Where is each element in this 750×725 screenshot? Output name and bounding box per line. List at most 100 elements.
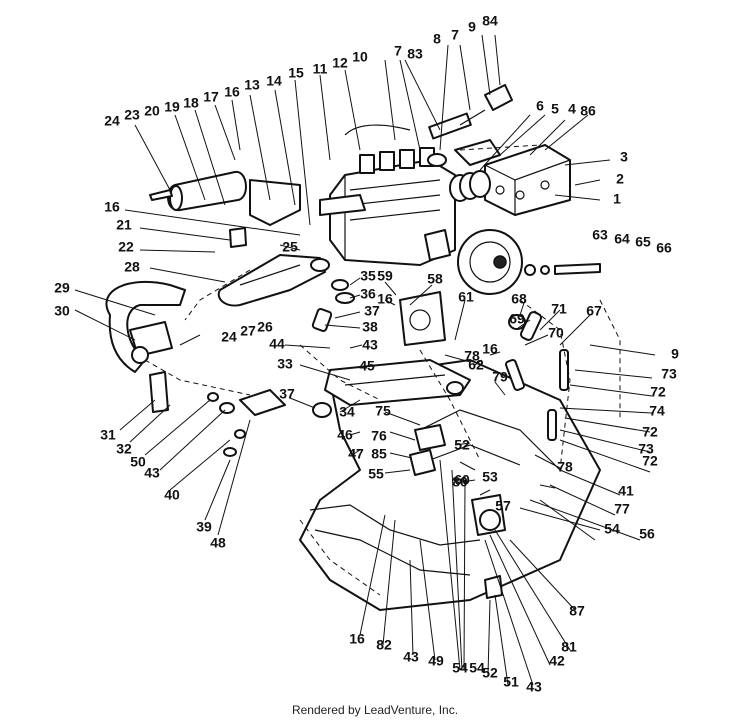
callout: 66 (656, 240, 672, 256)
callout: 41 (618, 483, 634, 499)
callout: 69 (509, 311, 525, 327)
exploded-parts-diagram: 1 2 3 4 5 6 7 8 9 10 11 12 13 14 15 16 1… (54, 13, 679, 695)
callout: 63 (592, 227, 608, 243)
callout: 64 (614, 231, 630, 247)
callout: 79 (492, 369, 508, 385)
callout: 78 (464, 348, 480, 364)
callout: 16 (349, 631, 365, 647)
callout: 84 (482, 13, 498, 29)
callout: 42 (549, 653, 565, 669)
callout: 30 (54, 303, 70, 319)
callout: 85 (371, 446, 387, 462)
callout: 72 (650, 384, 666, 400)
callout: 44 (269, 336, 285, 352)
callout: 57 (495, 498, 511, 514)
callout: 68 (511, 291, 527, 307)
callout: 37 (364, 303, 380, 319)
callout: 4 (568, 101, 576, 117)
callout: 25 (282, 239, 298, 255)
mounting-plate (324, 359, 471, 406)
callout: 52 (482, 665, 498, 681)
callout: 24 (221, 329, 237, 345)
callout: 70 (548, 325, 564, 341)
callout: 28 (124, 259, 140, 275)
callout: 77 (614, 501, 630, 517)
callout: 82 (376, 637, 392, 653)
callout: 32 (116, 441, 132, 457)
callout-labels: 1 2 3 4 5 6 7 8 9 10 11 12 13 14 15 16 1… (54, 13, 679, 695)
callout: 78 (557, 459, 573, 475)
callout: 54 (469, 660, 485, 676)
render-credit: Rendered by LeadVenture, Inc. (291, 703, 459, 717)
callout: 48 (210, 535, 226, 551)
callout: 18 (183, 95, 199, 111)
drive-clutch (457, 229, 601, 295)
callout: 45 (359, 358, 375, 374)
callout: 47 (348, 446, 364, 462)
callout: 62 (468, 357, 484, 373)
callout: 87 (569, 603, 585, 619)
callout: 54 (604, 521, 620, 537)
callout: 5 (551, 101, 559, 117)
callout: 55 (368, 466, 384, 482)
callout: 35 (360, 268, 376, 284)
callout: 86 (580, 103, 596, 119)
callout: 8 (433, 31, 441, 47)
callout: 23 (124, 107, 140, 123)
callout: 80 (452, 474, 468, 490)
callout: 7 (394, 43, 402, 59)
callout: 60 (454, 472, 470, 488)
callout: 9 (671, 346, 679, 362)
callout: 36 (360, 286, 376, 302)
callout: 65 (635, 234, 651, 250)
callout: 15 (288, 65, 304, 81)
callout: 56 (639, 526, 655, 542)
callout: 21 (116, 217, 132, 233)
callout: 20 (144, 103, 160, 119)
callout: 9 (468, 19, 476, 35)
engine-block (319, 147, 456, 266)
callout: 11 (313, 61, 328, 77)
callout: 76 (371, 428, 387, 444)
callout: 59 (377, 268, 393, 284)
callout: 54 (452, 660, 468, 676)
callout: 22 (118, 239, 134, 255)
callout: 6 (536, 98, 544, 114)
callout: 72 (642, 453, 658, 469)
callout: 83 (407, 46, 423, 62)
callout: 43 (403, 649, 419, 665)
callout: 16 (377, 291, 393, 307)
callout: 43 (526, 679, 542, 695)
callout: 27 (240, 323, 256, 339)
callout: 74 (649, 403, 665, 419)
callout: 7 (451, 27, 459, 43)
callout: 50 (130, 454, 146, 470)
callout: 29 (54, 280, 70, 296)
callout: 2 (616, 171, 624, 187)
callout: 81 (561, 639, 577, 655)
callout: 3 (620, 149, 628, 165)
callout: 71 (551, 301, 567, 317)
callout: 61 (458, 289, 474, 305)
callout: 72 (642, 424, 658, 440)
callout: 31 (100, 427, 116, 443)
muffler (149, 171, 301, 226)
chassis-frame (299, 359, 601, 611)
callout: 43 (362, 337, 378, 353)
callout: 75 (375, 403, 391, 419)
callout: 33 (277, 356, 293, 372)
callout: 51 (503, 674, 519, 690)
callout: 16 (482, 341, 498, 357)
callout: 26 (257, 319, 273, 335)
fuel-line (344, 84, 513, 167)
air-box (484, 144, 571, 216)
callout: 49 (428, 653, 444, 669)
intake-boot (449, 139, 501, 202)
callout: 34 (339, 404, 355, 420)
callout: 67 (586, 303, 602, 319)
callout: 58 (427, 271, 443, 287)
callout: 1 (613, 191, 621, 207)
expansion-chamber (105, 280, 186, 373)
callout: 39 (196, 519, 212, 535)
callout: 43 (144, 465, 160, 481)
